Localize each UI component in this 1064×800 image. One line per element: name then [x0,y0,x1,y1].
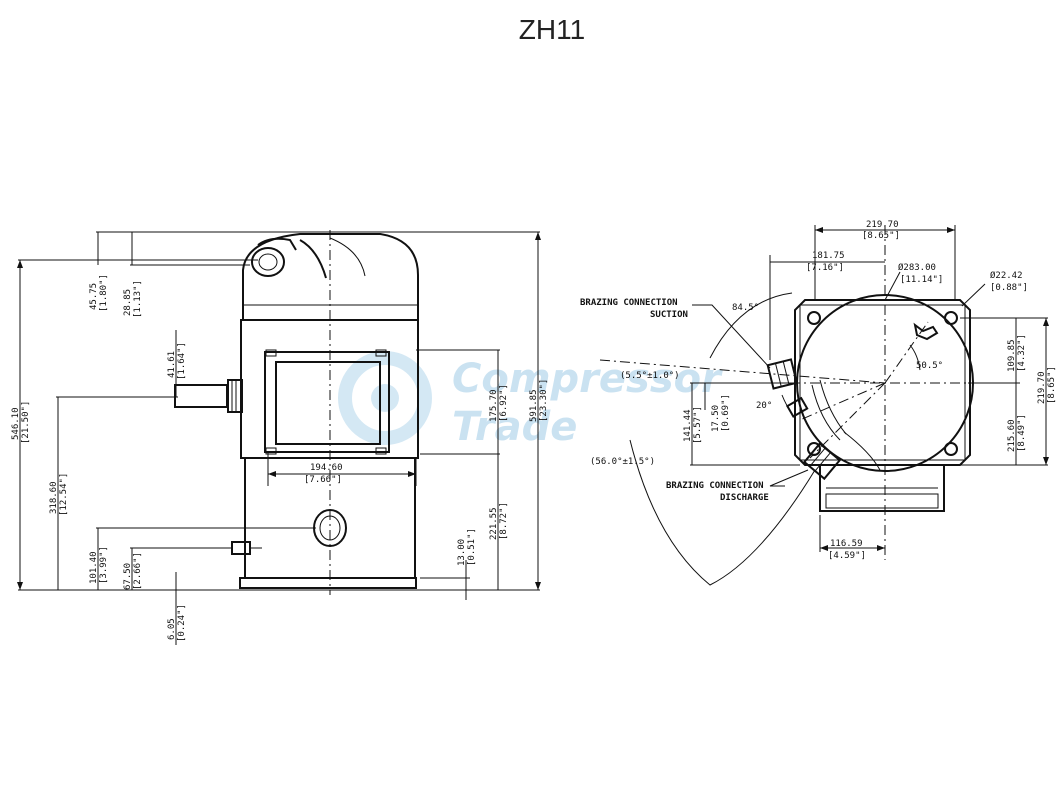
suction-label-2: SUCTION [650,310,688,320]
dim-546-10: 546.10 [11,407,21,440]
side-view-dim-labels: 45.75 [1.80"] 28.85 [1.13"] 41.61 [1.64"… [11,274,549,642]
mount-hole-tr [944,311,958,325]
dim-45-75-in: [1.80"] [99,274,109,312]
dim-221-55-in: [8.72"] [499,502,509,540]
dim-dia-22-in: [0.88"] [990,283,1028,293]
dim-221-55: 221.55 [489,507,499,540]
sight-glass-fitting [913,322,939,341]
dim-591-85: 591.85 [529,389,539,422]
dim-dia-283-in: [11.14"] [900,275,943,285]
dim-13-00: 13.00 [457,539,467,566]
angle-20: 20° [756,401,772,411]
dim-41-61: 41.61 [167,351,177,378]
dim-6-05: 6.05 [167,618,177,640]
top-view-dimensions [629,225,1049,586]
oil-fitting [231,541,251,555]
dim-219-70-top: 219.70 [866,220,899,230]
angle-56: (56.0°±1.5°) [590,457,655,467]
watermark-text-1: Compressor [452,356,723,402]
suction-fitting [174,384,228,408]
dim-28-85-in: [1.13"] [133,280,143,318]
dim-141-44-in: [5.57"] [693,406,703,444]
dim-109-85-in: [4.32"] [1017,334,1027,372]
dim-109-85: 109.85 [1007,339,1017,372]
dim-101-40-in: [3.99"] [99,546,109,584]
dim-116-59-in: [4.59"] [828,551,866,561]
dim-dia-22: Ø22.42 [990,270,1023,281]
dim-67-50-in: [2.66"] [133,552,143,590]
dim-215-60-in: [8.49"] [1017,414,1027,452]
angle-84-5: 84.5° [732,303,759,313]
oil-connection [785,396,809,418]
angle-50-5: 50.5° [916,361,943,371]
dim-17-50-in: [0.69"] [721,394,731,432]
dim-17-50: 17.50 [711,405,721,432]
top-view [599,225,1015,560]
shell-dome [242,233,419,321]
dim-6-05-in: [0.24"] [177,604,187,642]
discharge-connection [802,442,842,481]
dim-219-70-right: 219.70 [1037,371,1047,404]
drawing-title: ZH11 [518,14,586,45]
terminal-cover [275,361,381,445]
mount-hole-br [944,442,958,456]
dim-591-85-in: [23.30"] [539,379,549,422]
discharge-fitting [251,247,285,277]
dim-318-60: 318.60 [49,481,59,514]
side-view-dimensions [17,231,541,645]
dim-41-61-in: [1.64"] [177,342,187,380]
dim-67-50: 67.50 [123,563,133,590]
dim-141-44: 141.44 [683,409,693,442]
dim-181-75-in: [7.16"] [806,263,844,273]
dim-175-70-in: [6.92"] [499,384,509,422]
terminal-box [264,351,390,453]
mount-hole-tl [807,311,821,325]
watermark-logo: Compressor Trade [338,351,723,450]
dim-13-00-in: [0.51"] [467,528,477,566]
terminal-box-top [819,464,945,512]
dim-101-40: 101.40 [89,551,99,584]
dim-194-60-in: [7.66"] [304,475,342,485]
discharge-label-2: DISCHARGE [720,493,769,503]
mount-hole-bl [807,442,821,456]
suction-connection [766,358,799,390]
watermark-text-2: Trade [452,404,577,450]
dim-116-59: 116.59 [830,539,863,549]
dim-28-85: 28.85 [123,289,133,316]
angle-5-5: (5.5°±1.0°) [620,371,680,381]
suction-label-1: BRAZING CONNECTION [580,298,678,308]
dim-194-60: 194.60 [310,463,343,473]
dim-546-10-in: [21.50"] [21,401,31,444]
dim-219-70-right-in: [8.65"] [1047,366,1057,404]
dim-181-75: 181.75 [812,251,845,261]
base-plate [239,577,417,589]
dim-219-70-top-in: [8.65"] [862,231,900,241]
dim-318-60-in: [12.54"] [59,473,69,516]
top-view-labels: 219.70 [8.65"] 181.75 [7.16"] Ø283.00 [1… [580,220,1057,561]
dim-45-75: 45.75 [89,283,99,310]
dim-175-70: 175.70 [489,389,499,422]
dim-dia-283: Ø283.00 [898,262,936,273]
dim-215-60: 215.60 [1007,419,1017,452]
discharge-label-1: BRAZING CONNECTION [666,481,764,491]
side-view [174,230,419,595]
